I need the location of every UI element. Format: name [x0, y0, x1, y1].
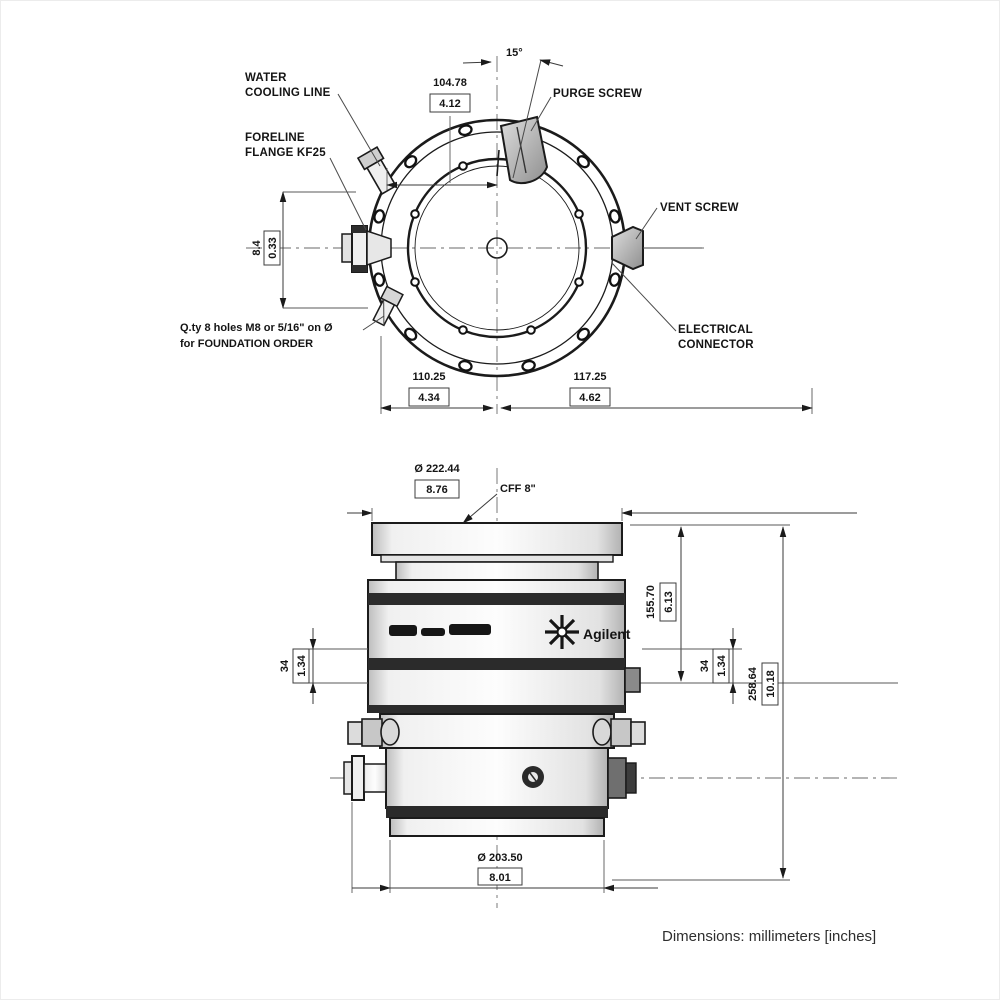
inlet-flange-lip [380, 554, 614, 563]
upper-height-mm: 155.70 [645, 585, 657, 619]
top-view: WATER COOLING LINE FORELINE FLANGE KF25 … [180, 47, 813, 414]
electrical-label-2: CONNECTOR [678, 339, 754, 351]
purge-screw-label: PURGE SCREW [553, 88, 642, 100]
upper-right-stub [624, 667, 641, 693]
angle-line [512, 59, 542, 179]
foreline-leader [329, 157, 367, 231]
foreline-flange-kf25 [341, 225, 392, 273]
upper-body-band-2 [368, 658, 625, 670]
overall-height-inch-group: 10.18 [761, 662, 779, 706]
offset-right-mm: 34 [699, 659, 711, 672]
flange-bolt-holes [373, 124, 621, 372]
offset-right-mm-group: 34 [699, 659, 711, 672]
bottom-right-mm: 117.25 [573, 371, 606, 383]
overall-height-mm-group: 258.64 [747, 666, 759, 701]
overall-height-mm: 258.64 [747, 666, 759, 701]
bottom-left-inch-box [408, 387, 450, 407]
inlet-flange [371, 522, 623, 556]
left-dim-mm: 8.4 [251, 239, 263, 255]
upper-body-band-3 [368, 705, 625, 713]
offset-left-mm: 34 [279, 659, 291, 672]
bottom-right-inch-box [569, 387, 611, 407]
bore-circle [406, 157, 588, 339]
angle-dim-text: 15° [506, 47, 523, 59]
water-fitting-left [347, 718, 400, 747]
base-dia-mm: Ø 203.50 [477, 852, 522, 864]
foreline-label-2: FLANGE KF25 [245, 147, 326, 159]
foreline-port-side [343, 755, 387, 801]
bottom-right-inch: 4.62 [579, 392, 600, 404]
flange-dia-mm: Ø 222.44 [414, 463, 460, 475]
top-dim-inch-box [429, 93, 471, 113]
electrical-label-1: ELECTRICAL [678, 324, 753, 336]
units-note: Dimensions: millimeters [inches] [662, 928, 876, 945]
foreline-label-1: FORELINE [245, 132, 305, 144]
upper-height-inch: 6.13 [663, 591, 675, 612]
vent-leader [635, 207, 658, 240]
rotor-index-mark [496, 149, 500, 177]
neck [395, 561, 599, 581]
foundation-note-1: Q.ty 8 holes M8 or 5/16" on Ø [180, 322, 333, 334]
upper-height-mm-group: 155.70 [645, 585, 657, 619]
foundation-hole-stub [372, 285, 404, 327]
bottom-left-mm: 110.25 [412, 371, 445, 383]
cff-label: CFF 8" [500, 483, 536, 495]
purge-screw-shape [499, 115, 549, 185]
upper-body-band-1 [368, 593, 625, 605]
upper-height-inch-group: 6.13 [659, 582, 677, 622]
flange-dia-inch: 8.76 [426, 484, 447, 496]
cff-leader [462, 493, 498, 524]
foundation-leader [362, 315, 385, 331]
screw-slot [529, 772, 537, 782]
base-band [386, 806, 608, 818]
foundation-note-2: for FOUNDATION ORDER [180, 338, 313, 350]
left-dim-inch-group: 0.33 [263, 230, 281, 266]
model-label [389, 624, 491, 636]
overall-height-inch: 10.18 [765, 670, 777, 698]
electrical-leader [611, 262, 677, 332]
middle-collar [379, 713, 615, 749]
vent-screw-label: VENT SCREW [660, 202, 739, 214]
water-cooling-label-2: COOLING LINE [245, 87, 331, 99]
angle-arrow-left [462, 59, 492, 66]
center-hole [486, 237, 508, 259]
starburst-center [556, 626, 568, 638]
left-dim-inch: 0.33 [267, 237, 279, 258]
base-ring [389, 817, 605, 837]
water-cooling-fitting [356, 146, 398, 195]
offset-right-inch: 1.34 [716, 654, 728, 676]
side-view: Agilent [279, 463, 898, 908]
water-fitting-right [592, 718, 646, 747]
angle-arrow-right [539, 59, 564, 67]
agilent-logo: Agilent [545, 615, 631, 649]
bottom-left-inch: 4.34 [418, 392, 440, 404]
vent-screw-shape [611, 225, 644, 271]
flange-dia-inch-box [414, 479, 460, 499]
lower-body [385, 747, 609, 809]
water-cooling-leader [337, 93, 381, 167]
water-cooling-label-1: WATER [245, 72, 287, 84]
offset-left-mm-group: 34 [279, 659, 291, 672]
purge-screw-slot [516, 126, 527, 174]
offset-right-inch-group: 1.34 [712, 648, 730, 684]
purge-leader [530, 96, 552, 132]
top-dim-inch: 4.12 [439, 98, 460, 110]
left-dim-mm-group: 8.4 [251, 239, 263, 255]
offset-left-inch: 1.34 [296, 654, 308, 676]
bore-inner-circle [414, 165, 580, 331]
base-dia-inch-box [477, 867, 523, 886]
offset-left-inch-group: 1.34 [292, 648, 310, 684]
top-dim-mm: 104.78 [433, 77, 467, 89]
agilent-logo-text: Agilent [583, 626, 631, 642]
electrical-connector-side [607, 757, 637, 799]
base-dia-inch: 8.01 [489, 872, 510, 884]
